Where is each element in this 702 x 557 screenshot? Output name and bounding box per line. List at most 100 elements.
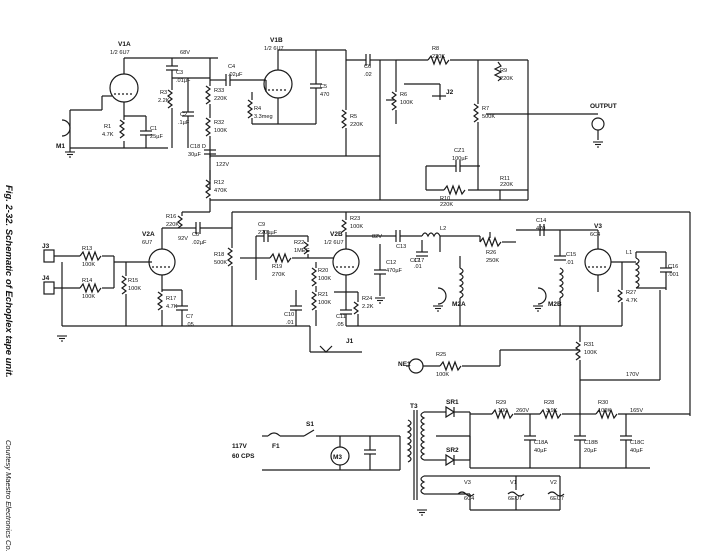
label-j3: J3 — [42, 243, 50, 250]
label-r24v: 2.2K — [362, 304, 374, 310]
label-v165: 165V — [630, 408, 643, 414]
label-r29: R29 — [496, 400, 506, 406]
label-t3: T3 — [410, 403, 418, 410]
label-v1b: V1B — [270, 37, 283, 44]
label-c16: C16 — [668, 264, 678, 270]
label-r4v: 3.3meg — [254, 114, 273, 120]
label-v2a: V2A — [142, 231, 155, 238]
label-r20: R20 — [318, 268, 328, 274]
label-c17: C17 — [414, 258, 424, 264]
label-c6v: .02 — [364, 72, 372, 78]
label-r27: R27 — [626, 290, 636, 296]
label-sr1: SR1 — [446, 399, 459, 406]
label-r29v: 100 — [498, 408, 507, 414]
label-m3: M3 — [333, 454, 342, 461]
label-l1: L1 — [626, 250, 632, 256]
label-v3-type: 6C4 — [590, 232, 600, 238]
label-r10: R10 — [440, 196, 450, 202]
label-r26: R26 — [486, 250, 496, 256]
label-c2: C2 — [180, 112, 187, 118]
label-r30v: 100K — [598, 408, 611, 414]
label-v68: 68V — [180, 50, 190, 56]
label-c10: C10 — [284, 312, 294, 318]
label-r17v: 4.7K — [166, 304, 178, 310]
label-c18a: C18A — [534, 440, 548, 446]
label-r14: R14 — [82, 278, 92, 284]
ground-symbols-ps — [416, 509, 428, 516]
label-c2v: .1µF — [178, 120, 190, 126]
label-r5v: 220K — [350, 122, 363, 128]
label-c4v: .02µF — [228, 72, 243, 78]
label-c15: C15 — [566, 252, 576, 258]
label-output: OUTPUT — [590, 103, 617, 110]
label-l2: L2 — [440, 226, 446, 232]
label-c6: C6 — [364, 64, 371, 70]
label-c7: C7 — [186, 314, 193, 320]
label-r27v: 4.7K — [626, 298, 638, 304]
label-h-v2: V2 — [550, 480, 557, 486]
label-r13v: 100K — [82, 262, 95, 268]
label-r8: R8 — [432, 46, 439, 52]
label-c18av: 40µF — [534, 448, 547, 454]
label-r9: R9 — [500, 68, 507, 74]
label-m1: M1 — [56, 143, 65, 150]
label-r19v: 270K — [272, 272, 285, 278]
label-r28: R28 — [544, 400, 554, 406]
label-c18b: C18B — [584, 440, 598, 446]
label-r13: R13 — [82, 246, 92, 252]
power-supply-wiring — [262, 400, 690, 511]
label-h-v3: V3 — [464, 480, 471, 486]
label-cz1v: 100µF — [452, 156, 469, 162]
label-r23: R23 — [350, 216, 360, 222]
label-c3: C3 — [176, 70, 183, 76]
label-r24: R24 — [362, 296, 372, 302]
label-r32v: 100K — [214, 128, 227, 134]
label-c18d: C18 D — [190, 144, 206, 150]
label-c10v: .01 — [286, 320, 294, 326]
label-r1v: 4.7K — [102, 132, 114, 138]
label-c11v: .05 — [336, 322, 344, 328]
label-j4: J4 — [42, 275, 50, 282]
label-c9v: 220µµF — [258, 230, 278, 236]
label-m2b: M2B — [548, 301, 562, 308]
label-h-v3t: 6C4 — [464, 496, 474, 502]
label-c9: C9 — [258, 222, 265, 228]
label-v2a-type: 6U7 — [142, 240, 152, 246]
label-m2a: M2A — [452, 301, 466, 308]
label-c12: C12 — [386, 260, 396, 266]
middle-row-wiring — [43, 211, 691, 416]
label-r20v: 100K — [318, 276, 331, 282]
label-r8v: 220K — [432, 54, 445, 60]
label-c5v: 470 — [320, 92, 329, 98]
label-c15v: .01 — [566, 260, 574, 266]
label-c8v: .02µF — [192, 240, 207, 246]
label-r25v: 100K — [436, 372, 449, 378]
label-sr2: SR2 — [446, 447, 459, 454]
label-c1: C1 — [150, 126, 157, 132]
label-v82: 82V — [372, 234, 382, 240]
label-r22: R22 — [294, 240, 304, 246]
label-r33: R33 — [214, 88, 224, 94]
label-c3v: .01µF — [176, 78, 191, 84]
label-c11: C11 — [336, 314, 346, 320]
label-r9v: 220K — [500, 76, 513, 82]
label-r3v: 2.2K — [158, 98, 170, 104]
top-row-wiring — [61, 49, 605, 212]
label-r15: R15 — [128, 278, 138, 284]
label-r10v: 220K — [440, 202, 453, 208]
label-c18dv: 30µF — [188, 152, 201, 158]
label-c13v: C17 — [410, 258, 420, 264]
figure-caption: Fig. 2-32. Schematic of Echoplex tape un… — [3, 185, 14, 378]
label-r31: R31 — [584, 342, 594, 348]
label-r16v: 220K — [166, 222, 179, 228]
label-c18cv: 40µF — [630, 448, 643, 454]
label-r11: R11 — [500, 176, 510, 182]
label-c7v: .05 — [186, 322, 194, 328]
label-j1: J1 — [346, 338, 354, 345]
label-c13: C13 — [396, 244, 406, 250]
label-r7v: 500K — [482, 114, 495, 120]
label-r15v: 100K — [128, 286, 141, 292]
label-r22v: 1MEG — [294, 248, 310, 254]
